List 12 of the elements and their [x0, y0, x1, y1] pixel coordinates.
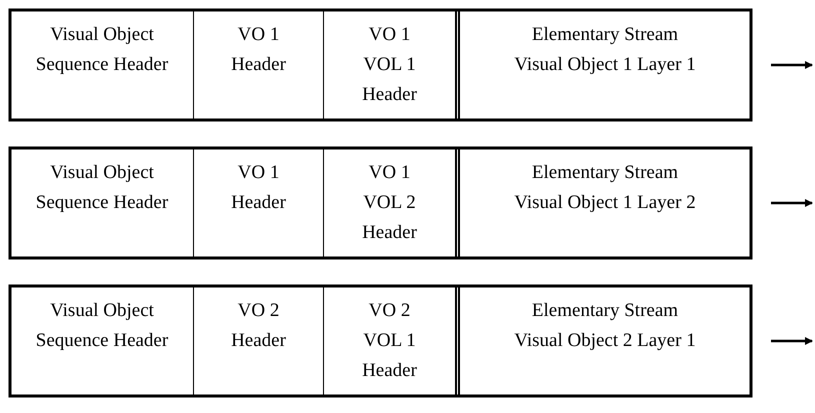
cell-text: Elementary Stream Visual Object 1 Layer 2 [513, 161, 697, 215]
cell-text: Visual Object Sequence Header [35, 161, 169, 215]
cell-text: Elementary Stream Visual Object 1 Layer 1 [513, 23, 697, 77]
cell-text: VO 2 Header [230, 299, 287, 353]
cell-text: Visual Object Sequence Header [35, 299, 169, 353]
cell-text: Elementary Stream Visual Object 2 Layer 1 [513, 299, 697, 353]
cell-text: VO 1 Header [230, 23, 287, 77]
cell-text: VO 1 Header [230, 161, 287, 215]
cell-text: Visual Object Sequence Header [35, 23, 169, 77]
cell-text: VO 1 VOL 2 Header [361, 161, 418, 245]
cell-text: VO 2 VOL 1 Header [361, 299, 418, 383]
cell-text: VO 1 VOL 1 Header [361, 23, 418, 107]
